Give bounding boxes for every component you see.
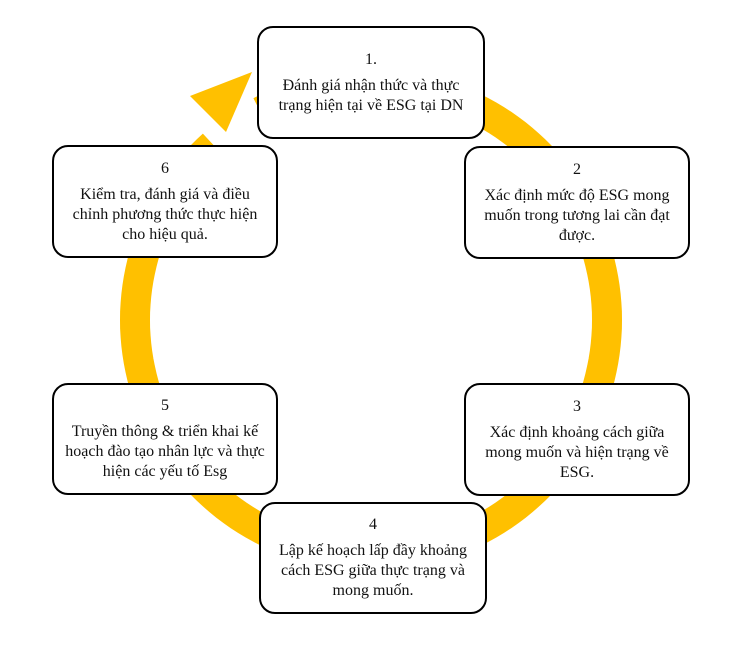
step-number-1: 1. bbox=[365, 50, 377, 68]
step-number-3: 3 bbox=[573, 397, 581, 415]
step-number-5: 5 bbox=[161, 397, 169, 414]
step-number-4: 4 bbox=[369, 516, 377, 533]
cycle-ring bbox=[119, 68, 623, 572]
step-box-1: 1. Đánh giá nhận thức và thực trạng hiện… bbox=[257, 26, 485, 139]
step-text-3: Xác định khoảng cách giữa mong muốn và h… bbox=[485, 423, 669, 481]
step-text-1: Đánh giá nhận thức và thực trạng hiện tạ… bbox=[278, 76, 464, 114]
step-box-6: 6 Kiểm tra, đánh giá và điều chỉnh phươn… bbox=[52, 145, 278, 258]
step-number-6: 6 bbox=[161, 159, 169, 177]
step-text-4: Lập kế hoạch lấp đầy khoảng cách ESG giữ… bbox=[279, 542, 467, 599]
step-text-6: Kiểm tra, đánh giá và điều chỉnh phương … bbox=[72, 185, 258, 243]
step-box-5: 5 Truyền thông & triển khai kế hoạch đào… bbox=[52, 383, 278, 495]
step-box-2: 2 Xác định mức độ ESG mong muốn trong tư… bbox=[464, 146, 690, 259]
step-number-2: 2 bbox=[573, 160, 581, 178]
step-box-3: 3 Xác định khoảng cách giữa mong muốn và… bbox=[464, 383, 690, 496]
step-text-2: Xác định mức độ ESG mong muốn trong tươn… bbox=[484, 186, 670, 244]
step-text-5: Truyền thông & triển khai kế hoạch đào t… bbox=[65, 423, 265, 480]
cycle-arrowhead-icon bbox=[190, 72, 252, 132]
step-box-4: 4 Lập kế hoạch lấp đầy khoảng cách ESG g… bbox=[259, 502, 487, 614]
